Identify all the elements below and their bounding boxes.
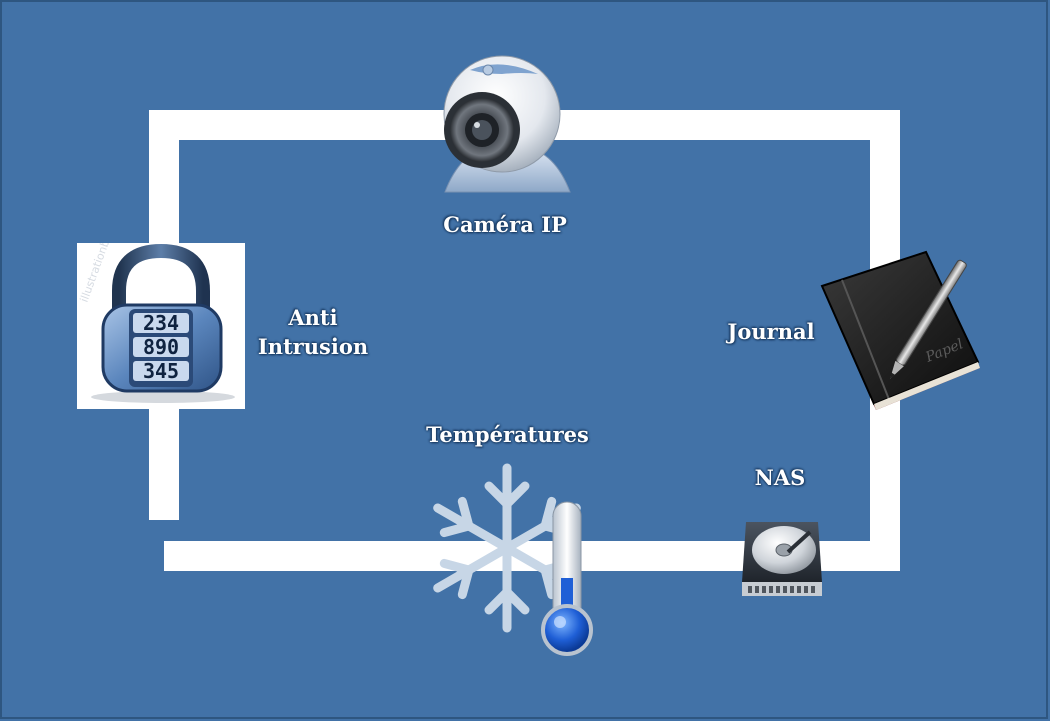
padlock-row-3: 345 [143, 359, 179, 383]
notebook-pen-icon: Papel [820, 250, 980, 410]
padlock-panel: illustrationbank 234 890 345 [77, 219, 245, 409]
nas-label: NAS [754, 465, 806, 490]
snowflake-thermometer-icon [433, 463, 593, 656]
padlock-row-1: 234 [143, 311, 179, 335]
thermometer-icon [541, 501, 593, 656]
padlock-row-2: 890 [143, 335, 179, 359]
journal-label: Journal [727, 319, 815, 344]
temperatures-label: Températures [426, 422, 589, 447]
hard-drive-icon [742, 522, 822, 596]
intrusion-label-line1: Anti [288, 305, 338, 330]
camera-label: Caméra IP [443, 212, 567, 237]
combination-padlock-icon: illustrationbank 234 890 345 [78, 219, 235, 403]
intrusion-label-line2: Intrusion [257, 334, 369, 359]
intrusion-label: Anti Intrusion [246, 303, 380, 361]
webcam-icon [443, 55, 571, 193]
